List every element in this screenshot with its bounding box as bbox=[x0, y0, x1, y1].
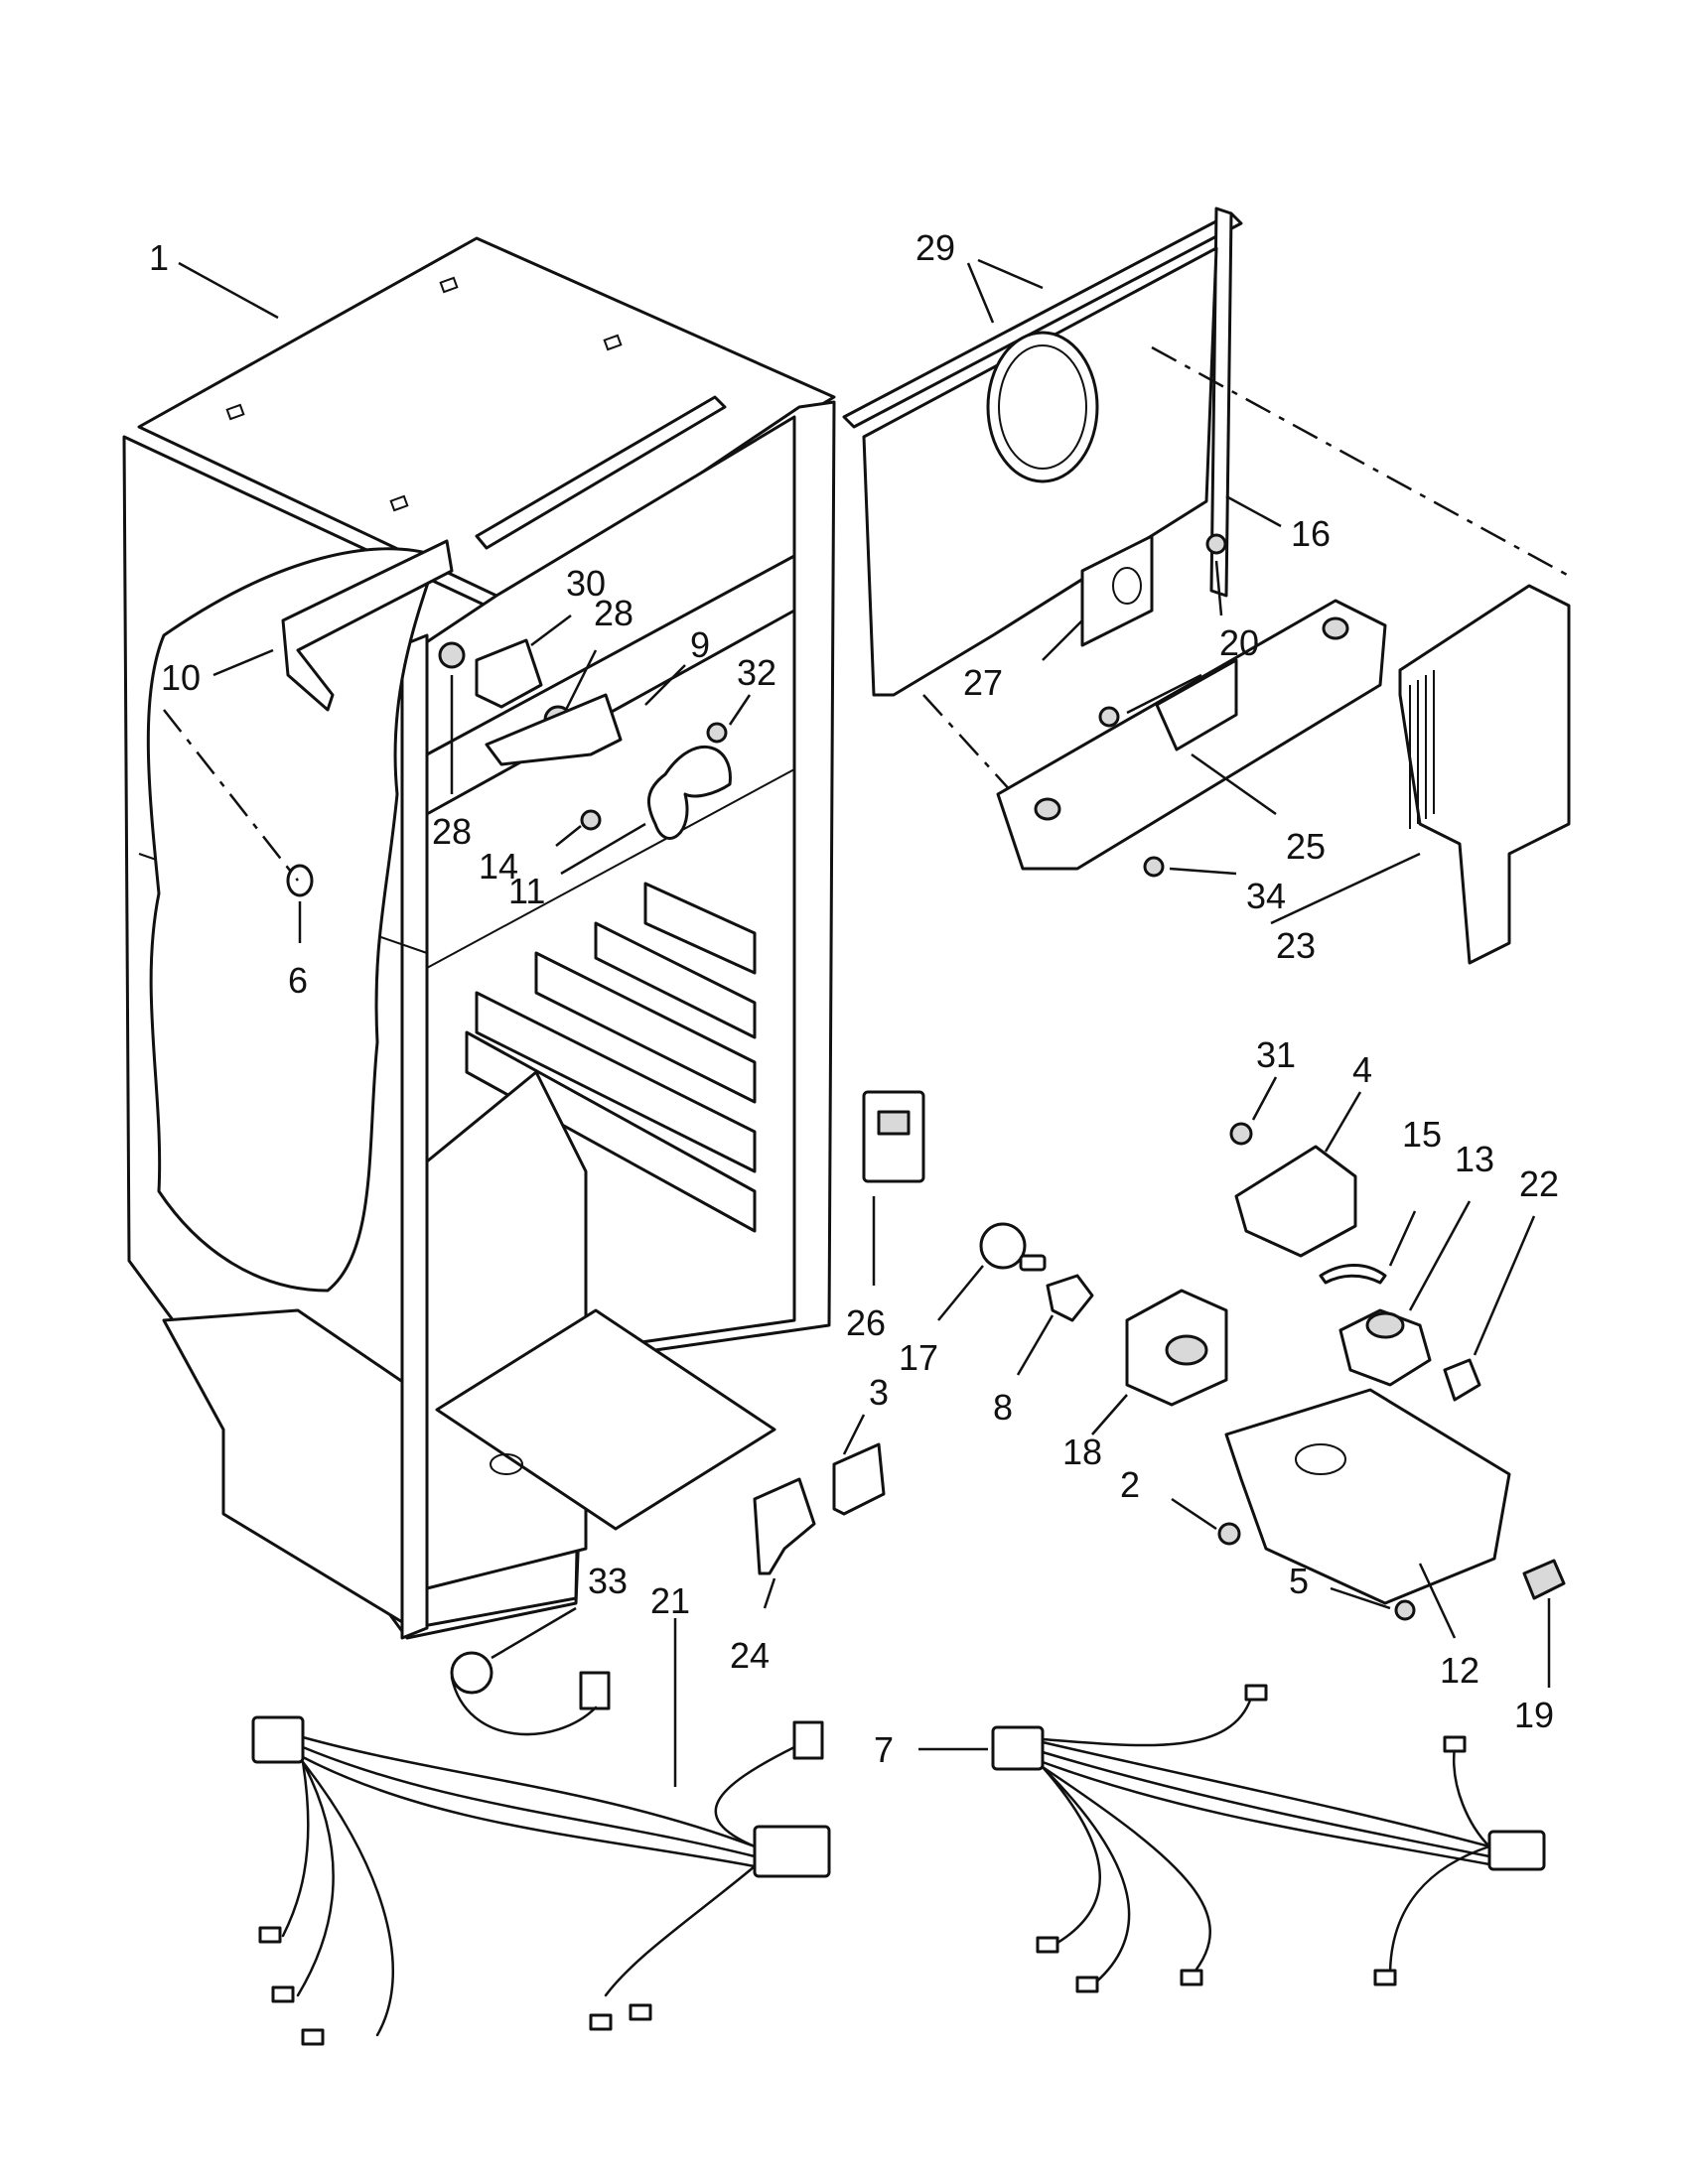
callout-18: 18 bbox=[1062, 1432, 1102, 1472]
control-housing-30 bbox=[475, 638, 543, 709]
callout-30: 30 bbox=[566, 563, 606, 604]
callout-19: 19 bbox=[1514, 1695, 1554, 1735]
screw-34 bbox=[1143, 856, 1165, 878]
knob-28a bbox=[438, 641, 466, 669]
callout-3: 3 bbox=[869, 1372, 889, 1413]
callout-1: 1 bbox=[149, 237, 169, 278]
wire-15 bbox=[1319, 1264, 1387, 1285]
socket-8 bbox=[1046, 1274, 1094, 1322]
callout-26: 26 bbox=[846, 1302, 886, 1343]
callout-9: 9 bbox=[690, 624, 710, 665]
callout-22: 22 bbox=[1519, 1163, 1559, 1204]
callout-15: 15 bbox=[1402, 1114, 1442, 1155]
callout-32: 32 bbox=[737, 652, 776, 693]
callout-33: 33 bbox=[588, 1561, 628, 1601]
callout-23: 23 bbox=[1276, 925, 1316, 966]
shelf-ribs bbox=[465, 882, 757, 1233]
callout-2: 2 bbox=[1120, 1464, 1140, 1505]
gasket-29 bbox=[842, 211, 1243, 429]
callout-11: 11 bbox=[508, 871, 545, 911]
callout-8: 8 bbox=[993, 1387, 1013, 1428]
callout-31: 31 bbox=[1256, 1034, 1296, 1075]
lamp-17 bbox=[979, 1222, 1027, 1270]
plug-22 bbox=[1443, 1358, 1481, 1402]
callout-10: 10 bbox=[161, 657, 201, 698]
callout-16: 16 bbox=[1291, 513, 1331, 554]
wire-harness-7 bbox=[991, 1684, 1546, 1993]
callout-28-upper: 28 bbox=[594, 593, 633, 633]
screw-20b bbox=[1098, 706, 1120, 728]
callout-4: 4 bbox=[1352, 1049, 1372, 1090]
rear-evaporator-cover bbox=[842, 206, 1570, 805]
control-board-4 bbox=[1234, 1145, 1357, 1258]
screw-5 bbox=[1394, 1599, 1416, 1621]
callout-21: 21 bbox=[650, 1580, 690, 1621]
wire-harness-21 bbox=[251, 1651, 831, 2046]
vent-grille bbox=[1409, 670, 1435, 829]
callout-29: 29 bbox=[915, 227, 955, 268]
screw-14 bbox=[580, 809, 602, 831]
leader-lines bbox=[178, 258, 1551, 1787]
callout-7: 7 bbox=[874, 1729, 894, 1770]
thermostat-13 bbox=[1338, 1308, 1432, 1387]
screw-2 bbox=[1217, 1522, 1241, 1546]
callout-24: 24 bbox=[730, 1635, 770, 1676]
cabinet-liner bbox=[122, 236, 836, 1640]
switch-26 bbox=[862, 1090, 925, 1183]
callout-20: 20 bbox=[1219, 622, 1259, 663]
fan-opening bbox=[986, 331, 1099, 483]
switch-3 bbox=[832, 1442, 886, 1516]
screw-20a bbox=[1205, 533, 1227, 555]
callout-25: 25 bbox=[1286, 826, 1326, 867]
housing-12 bbox=[1224, 1388, 1511, 1605]
air-duct-and-cover bbox=[996, 584, 1571, 965]
electrical-parts bbox=[753, 1090, 1566, 1621]
callout-12: 12 bbox=[1440, 1650, 1479, 1691]
callout-34: 34 bbox=[1246, 876, 1286, 916]
callout-14: 14 bbox=[479, 846, 518, 887]
plug-6 bbox=[286, 864, 314, 897]
bracket-10 bbox=[281, 539, 454, 712]
gasket-29-right bbox=[1209, 206, 1233, 598]
screw-32 bbox=[706, 722, 728, 744]
sensor-33 bbox=[450, 1651, 493, 1695]
screw-31 bbox=[1229, 1122, 1253, 1146]
callout-labels: 1 29 30 28 9 32 10 28 14 11 6 16 20 27 2… bbox=[149, 227, 1559, 1770]
callout-28-lower: 28 bbox=[432, 811, 472, 852]
fan-blade-11 bbox=[646, 745, 732, 840]
switch-19 bbox=[1522, 1559, 1566, 1600]
callout-6: 6 bbox=[288, 960, 308, 1001]
control-cover-23 bbox=[1398, 584, 1571, 965]
callout-27: 27 bbox=[963, 662, 1003, 703]
fan-bracket-9 bbox=[485, 693, 623, 766]
callout-13: 13 bbox=[1455, 1139, 1494, 1179]
callout-17: 17 bbox=[899, 1337, 938, 1378]
freezer-control-hardware bbox=[163, 539, 732, 897]
relay-24 bbox=[753, 1477, 816, 1575]
callout-5: 5 bbox=[1289, 1561, 1309, 1601]
